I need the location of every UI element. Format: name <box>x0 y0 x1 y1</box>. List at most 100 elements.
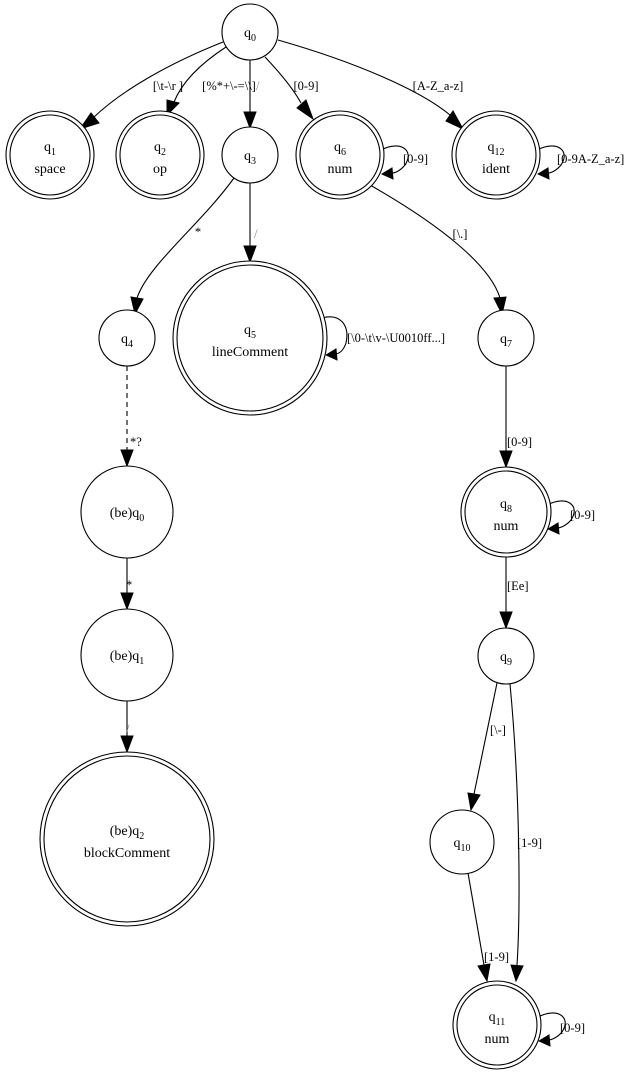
state-q5: q5 lineComment <box>172 260 328 416</box>
accepting-ring <box>43 755 211 923</box>
arrowhead <box>477 963 491 983</box>
state-id: (be)q0 <box>110 506 145 524</box>
state-beq1: (be)q1 <box>80 608 174 702</box>
edge-label: [Ee] <box>507 579 529 593</box>
edge-line <box>537 1012 566 1041</box>
state-subscript: 2 <box>139 831 144 842</box>
state-circle <box>80 608 174 702</box>
state-circle <box>221 126 279 184</box>
state-subscript: 4 <box>128 339 133 350</box>
edge-q7-to-q8: [0-9] <box>499 366 532 469</box>
arrowhead <box>536 167 550 180</box>
edge-label: / <box>126 722 130 736</box>
state-q4: q4 <box>98 309 156 367</box>
edge-q5-to-q5: [\0-\t\v-\U0010ff...] <box>321 316 445 361</box>
state-letter: q <box>488 140 495 155</box>
state-id: q4 <box>121 332 133 350</box>
arrowhead <box>537 1034 551 1047</box>
state-circle <box>477 627 535 685</box>
state-token-name: space <box>34 162 65 177</box>
arrowhead <box>78 112 100 130</box>
edge-q8-to-q9: [Ee] <box>499 557 529 630</box>
state-subscript: 10 <box>461 843 471 854</box>
edge-label: [%*+\-=\\] <box>202 79 256 93</box>
state-letter: q <box>244 149 251 164</box>
state-subscript: 3 <box>251 156 256 167</box>
edge-q0-to-q3: / <box>243 60 260 130</box>
edge-q0-to-q1: [\t-\r ] <box>78 41 224 130</box>
state-id: q7 <box>500 332 512 350</box>
edge-q8-to-q8: [0-9] <box>546 500 595 535</box>
edge-line <box>369 184 501 299</box>
edge-label: [0-9] <box>403 152 428 166</box>
arrowhead <box>296 99 315 121</box>
edge-line <box>136 177 235 299</box>
edge-q11-to-q11: [0-9] <box>537 1012 585 1047</box>
state-id: q11 <box>489 1010 506 1028</box>
arrowhead <box>166 99 180 117</box>
accepting-ring <box>119 114 201 196</box>
edge-line <box>509 683 520 966</box>
edge-label: * <box>195 225 201 239</box>
edge-q9-to-q11: [1-9] <box>509 683 542 983</box>
edge-label: [0-9] <box>570 508 595 522</box>
arrowhead <box>243 111 257 130</box>
state-id: q9 <box>500 650 512 668</box>
state-letter: q <box>132 649 139 664</box>
state-letter: q <box>334 140 341 155</box>
edge-q0-to-q2: [%*+\-=\\] <box>166 46 256 117</box>
edge-q10-to-q11: [1-9] <box>467 872 509 983</box>
edge-q6-to-q7: [\.] <box>369 184 507 316</box>
edge-q3-to-q5: / <box>243 183 258 264</box>
edge-q12-to-q12: [0-9A-Z_a-z] <box>536 145 624 180</box>
state-circle <box>221 3 279 61</box>
edge-label: * <box>126 578 132 592</box>
state-letter: q <box>244 323 251 338</box>
edge-line <box>473 682 498 795</box>
state-token-name: blockComment <box>84 846 170 861</box>
edge-label: [\0-\t\v-\U0010ff...] <box>347 331 445 345</box>
arrowhead <box>120 449 134 468</box>
accepting-ring <box>299 114 381 196</box>
state-subscript: 0 <box>139 513 144 524</box>
edge-line <box>321 316 348 355</box>
state-id: q10 <box>454 836 471 854</box>
edge-q0-to-q6: [0-9] <box>264 56 319 121</box>
edge-line <box>264 56 302 104</box>
state-subscript: 2 <box>161 147 166 158</box>
state-letter: q <box>489 1010 496 1025</box>
edge-line <box>467 872 485 966</box>
arrowhead <box>499 611 513 630</box>
arrowhead <box>243 245 257 264</box>
state-q9: q9 <box>477 627 535 685</box>
edge-label: [0-9] <box>507 435 532 449</box>
edge-q0-to-q12: [A-Z_a-z] <box>277 39 465 131</box>
state-q7: q7 <box>477 309 535 367</box>
state-token-name: lineComment <box>212 345 288 360</box>
accepting-ring <box>9 114 91 196</box>
arrowhead <box>324 348 338 361</box>
edge-line <box>380 145 409 174</box>
state-subscript: 1 <box>51 147 56 158</box>
arrowhead <box>445 110 465 131</box>
state-subscript: 5 <box>251 330 256 341</box>
arrowhead <box>120 592 134 611</box>
state-token-name: num <box>485 1032 510 1047</box>
state-subscript: 6 <box>341 147 346 158</box>
state-id: q1 <box>44 140 56 158</box>
state-id: q5 <box>244 323 256 341</box>
accepting-ring <box>456 984 538 1066</box>
accepting-ring <box>176 264 324 412</box>
edge-label: / <box>254 227 258 241</box>
edge-beq1-to-beq2: / <box>120 701 134 754</box>
edge-q3-to-q4: * <box>130 177 235 316</box>
edge-line <box>92 41 224 119</box>
state-letter: q <box>500 497 507 512</box>
state-subscript: 7 <box>507 339 512 350</box>
edge-label: [1-9] <box>517 836 542 850</box>
state-token-name: num <box>328 162 353 177</box>
state-id: q8 <box>500 497 512 515</box>
